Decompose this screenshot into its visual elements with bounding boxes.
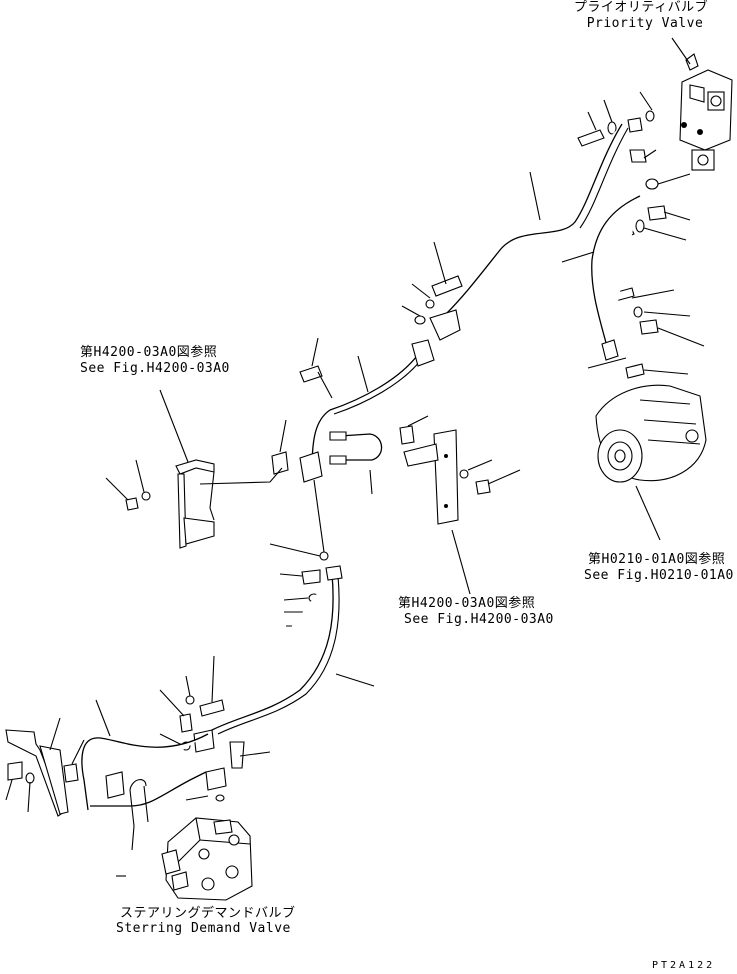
ref-pump-label-jp: 第H0210-01A0図参照 bbox=[588, 552, 726, 567]
demand-valve-label-en: Sterring Demand Valve bbox=[116, 921, 291, 936]
priority-valve-label-en: Priority Valve bbox=[586, 16, 704, 31]
priority-valve bbox=[679, 53, 733, 171]
hose-fitting-upper bbox=[414, 275, 463, 341]
drawing-code: PT2A122 bbox=[652, 960, 716, 971]
u-bolt-upper bbox=[299, 365, 333, 399]
leader-lower-hose bbox=[335, 673, 375, 687]
pump-hose bbox=[591, 195, 641, 361]
bracket-lower-left-leaders bbox=[5, 717, 85, 813]
hose-fitting-upper-leaders bbox=[401, 241, 447, 317]
main-hose-upper bbox=[437, 123, 629, 323]
leader-tube-loop bbox=[95, 699, 111, 737]
priority-valve-leaders bbox=[587, 91, 705, 375]
leader-middle-hose bbox=[357, 355, 369, 393]
hose-u-loop bbox=[329, 431, 383, 465]
u-bolt-lower bbox=[129, 779, 149, 827]
leader-oring bbox=[269, 543, 321, 557]
lower-bolts bbox=[179, 695, 245, 802]
leader-hose-u-loop bbox=[369, 469, 373, 495]
demand-valve-label-jp: ステアリングデマンドバルブ bbox=[120, 906, 296, 921]
leader-u-bolt-upper bbox=[311, 337, 319, 367]
bracket-middle-hardware-leaders bbox=[467, 459, 521, 485]
leader-main-hose bbox=[529, 171, 541, 221]
lower-tube-loop bbox=[81, 733, 209, 811]
bracket-middle-hardware bbox=[459, 469, 491, 495]
vertical-hose bbox=[313, 479, 329, 561]
leader-bracket-middle bbox=[451, 529, 471, 595]
clamp-middle bbox=[271, 425, 415, 483]
ref-mid-label-en: See Fig.H4200-03A0 bbox=[404, 612, 554, 627]
leader-u-bolt-lower bbox=[131, 825, 135, 851]
clamp-middle-leaders bbox=[279, 415, 429, 453]
ref-pump-label-en: See Fig.H0210-01A0 bbox=[584, 568, 734, 583]
bracket-left-hardware bbox=[125, 491, 151, 511]
ref-left-label-jp: 第H4200-03A0図参照 bbox=[80, 345, 218, 360]
ref-mid-label-jp: 第H4200-03A0図参照 bbox=[398, 596, 536, 611]
bracket-middle bbox=[403, 429, 459, 525]
leader-bracket-left bbox=[159, 389, 189, 463]
priority-valve-label-jp: プライオリティバルブ bbox=[573, 0, 709, 15]
bracket-left-hardware-leaders bbox=[105, 459, 145, 501]
leader-pump bbox=[635, 485, 661, 541]
lower-hose bbox=[211, 565, 343, 735]
bracket-left bbox=[175, 459, 283, 549]
steering-demand-valve bbox=[161, 817, 253, 901]
leader-pump-hose bbox=[561, 251, 595, 263]
bracket-lower-left bbox=[5, 729, 79, 817]
ref-left-label-en: See Fig.H4200-03A0 bbox=[80, 361, 230, 376]
leader-priority-valve bbox=[671, 37, 691, 65]
hydraulic-pump bbox=[595, 384, 707, 483]
